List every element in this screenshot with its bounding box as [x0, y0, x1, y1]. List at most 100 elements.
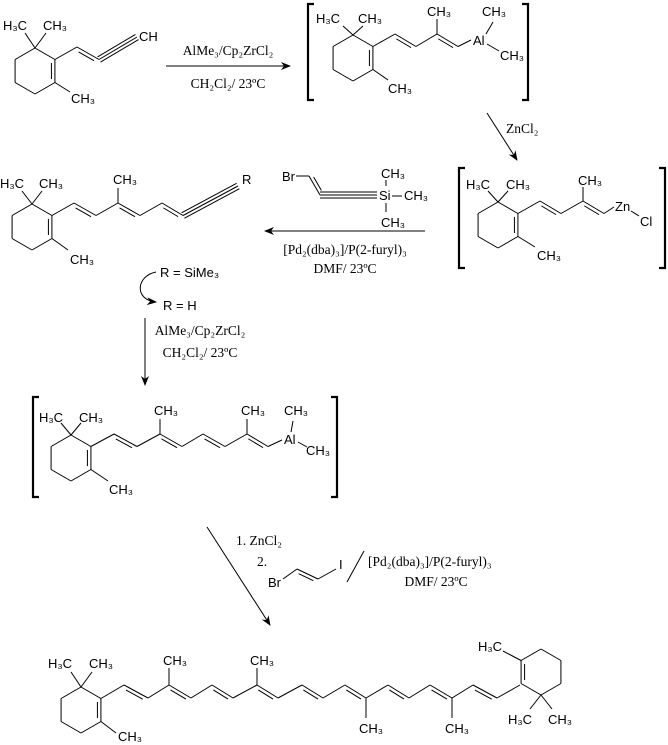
atom-label-cl: Cl — [640, 214, 652, 229]
double-bond-inner — [431, 689, 448, 700]
single-bond — [232, 684, 258, 699]
single-bond — [54, 82, 71, 93]
atom-label-h3c: H₃C — [39, 410, 63, 425]
atom-label-h3c: H₃C — [508, 712, 532, 727]
double-bond-inner — [438, 38, 454, 49]
ring-bond — [50, 434, 72, 447]
single-bond — [496, 684, 521, 699]
double-bond-inner — [396, 38, 412, 49]
atom-label-ch3: CH₃ — [250, 653, 274, 668]
single-bond — [31, 190, 43, 205]
r-equals-h: R = H — [163, 298, 197, 313]
double-bond — [582, 200, 605, 214]
ring-bond — [14, 82, 36, 95]
single-bond — [372, 33, 396, 47]
double-bond — [308, 175, 321, 196]
single-bond — [100, 721, 117, 734]
single-bond — [90, 469, 109, 482]
condition-step1-zncl2: 1. ZnCl₂ — [236, 533, 282, 548]
single-bond — [415, 33, 438, 47]
ring-bond — [34, 82, 56, 95]
atom-label-ch3: CH₃ — [578, 173, 602, 188]
double-bond — [387, 684, 410, 699]
left-bracket — [457, 166, 465, 270]
ring-bond — [80, 686, 102, 699]
single-bond — [317, 568, 337, 580]
ring-bond — [11, 203, 33, 216]
single-bond — [630, 210, 640, 217]
atom-label-br: Br — [268, 575, 282, 590]
atom-label-ch3: CH₃ — [537, 248, 561, 263]
ring-bond — [477, 236, 499, 249]
single-bond — [342, 25, 354, 36]
condition-pd-catalyst: [Pd₂(dba)₃]/P(2-furyl)₃ — [368, 554, 492, 569]
double-bond-inner — [170, 689, 187, 700]
atom-label-ch3: CH₃ — [358, 11, 382, 26]
r-equals-sime3: R = SiMe₃ — [160, 265, 219, 280]
atom-label-i: I — [339, 557, 343, 572]
single-bond — [290, 420, 294, 433]
atom-label-zn: Zn — [615, 199, 630, 214]
atom-label-ch3: CH₃ — [241, 403, 265, 418]
single-bond — [352, 25, 364, 36]
ring-bond — [50, 469, 72, 482]
double-bond-inner — [303, 689, 319, 700]
single-bond — [147, 684, 170, 699]
single-bond — [282, 568, 298, 580]
vinylzinc-intermediate: H₃C CH₃ CH₃ CH₃ Zn Cl — [466, 173, 652, 263]
single-bond — [603, 206, 615, 214]
single-bond — [60, 422, 72, 436]
atom-label-al: Al — [284, 432, 296, 447]
ring-bond — [31, 238, 53, 251]
single-bond — [181, 433, 204, 447]
atom-label-al: Al — [473, 33, 485, 48]
double-bond — [429, 684, 453, 699]
ring-bond — [497, 201, 519, 214]
single-bond — [487, 190, 499, 203]
double-bond-inner — [248, 438, 264, 449]
double-bond-inner — [163, 207, 179, 218]
double-bond — [202, 433, 226, 447]
starting-enyne: H₃C CH₃ CH CH₃ — [3, 18, 158, 106]
single-bond — [95, 202, 119, 216]
tetraenylalane-intermediate: H₃C CH₃ CH₃ CH₃ CH₃ Al CH₃ CH₃ — [39, 403, 330, 497]
atom-label-ch3: CH₃ — [445, 721, 469, 736]
double-bond — [211, 684, 234, 699]
double-bond — [394, 33, 417, 47]
bond-lines — [11, 2, 667, 734]
single-bond — [51, 238, 69, 251]
atom-label-br: Br — [282, 169, 296, 184]
ring-bond — [520, 683, 542, 696]
single-bond — [136, 433, 161, 447]
single-bond — [540, 694, 553, 710]
atom-label-si: Si — [379, 188, 391, 203]
trienyne-product: H₃C CH₃ CH₃ CH₃ R — [0, 172, 251, 267]
ring-bond — [34, 47, 56, 60]
atom-label-ch3: CH₃ — [359, 721, 383, 736]
single-bond — [408, 684, 431, 699]
single-bond — [190, 684, 213, 699]
double-bond — [123, 684, 149, 699]
ring-bond — [352, 34, 374, 47]
double-bond — [73, 202, 97, 216]
atom-label-ch3: CH₃ — [70, 252, 94, 267]
ring-bond — [80, 721, 102, 734]
triple-bond — [181, 182, 237, 214]
single-bond — [70, 671, 82, 688]
ring-bond — [497, 236, 519, 249]
double-bond — [301, 684, 324, 699]
triple-bond — [184, 188, 240, 219]
single-bond — [54, 46, 78, 60]
double-bond — [76, 46, 100, 60]
ring-bond — [70, 469, 92, 482]
atom-label-ch3: CH₃ — [388, 81, 412, 96]
double-bond-inner — [125, 689, 143, 700]
atom-label-ch3: CH₃ — [79, 410, 103, 425]
double-bond — [539, 200, 562, 214]
double-bond-inner — [474, 689, 492, 700]
atom-label-ch3: CH₃ — [118, 729, 142, 744]
right-bracket — [522, 2, 530, 102]
single-bond — [365, 684, 389, 699]
ring-bond — [477, 201, 499, 214]
